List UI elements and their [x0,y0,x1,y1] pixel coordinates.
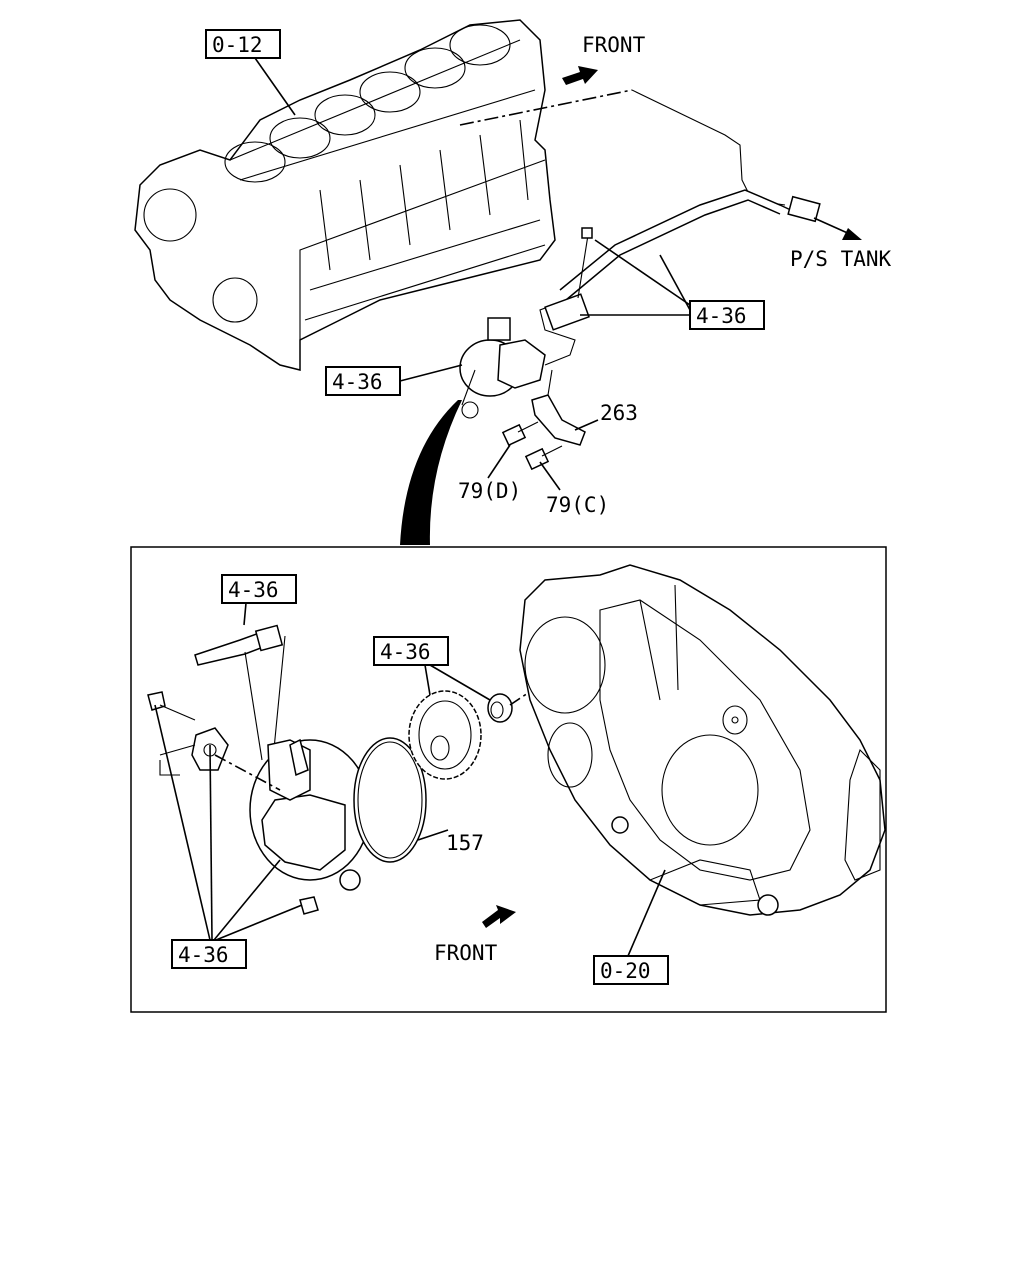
pressure-sensor [194,624,286,791]
front-label-bottom: FRONT [434,941,498,965]
callout-fasteners-label: 4-36 [178,943,229,967]
callout-housing-label: 0-20 [600,959,651,983]
bracket-and-bolts: 263 79(D) 79(C) [458,369,638,517]
part-79c-label: 79(C) [546,493,609,517]
front-arrow-bottom: FRONT [434,905,516,965]
callout-gear-label: 4-36 [380,640,431,664]
engine-block [134,19,556,371]
drive-gear [408,690,513,780]
o-ring: 157 [353,737,484,863]
callout-fasteners[interactable]: 4-36 [154,704,303,969]
callout-pump-label: 4-36 [332,370,383,394]
callout-pump[interactable]: 4-36 [325,364,463,396]
callout-housing[interactable]: 0-20 [593,869,669,985]
pipe-assembly: P/S TANK [459,89,892,366]
bolt-d [501,421,539,447]
callout-block-label: 0-12 [212,33,263,57]
fuel-pump [459,317,546,419]
fuel-pump-detail [147,691,371,915]
callout-gear[interactable]: 4-36 [373,636,491,701]
callout-pipe-label: 4-36 [696,304,747,328]
front-label-top: FRONT [582,33,646,57]
bolt-c [524,445,563,471]
detail-arrow [400,400,462,545]
detail-frame [130,546,887,1013]
callout-block[interactable]: 0-12 [205,29,296,116]
part-263-label: 263 [600,401,638,425]
callout-sensor-label: 4-36 [228,578,279,602]
ps-tank-label: P/S TANK [790,247,892,271]
part-157-label: 157 [446,831,484,855]
cylinder-bores [224,24,511,183]
part-79d-label: 79(D) [458,479,521,503]
callout-pipe[interactable]: 4-36 [580,239,765,330]
flywheel-housing [519,564,886,916]
callout-sensor[interactable]: 4-36 [221,574,297,626]
front-arrow-top: FRONT [562,33,646,85]
